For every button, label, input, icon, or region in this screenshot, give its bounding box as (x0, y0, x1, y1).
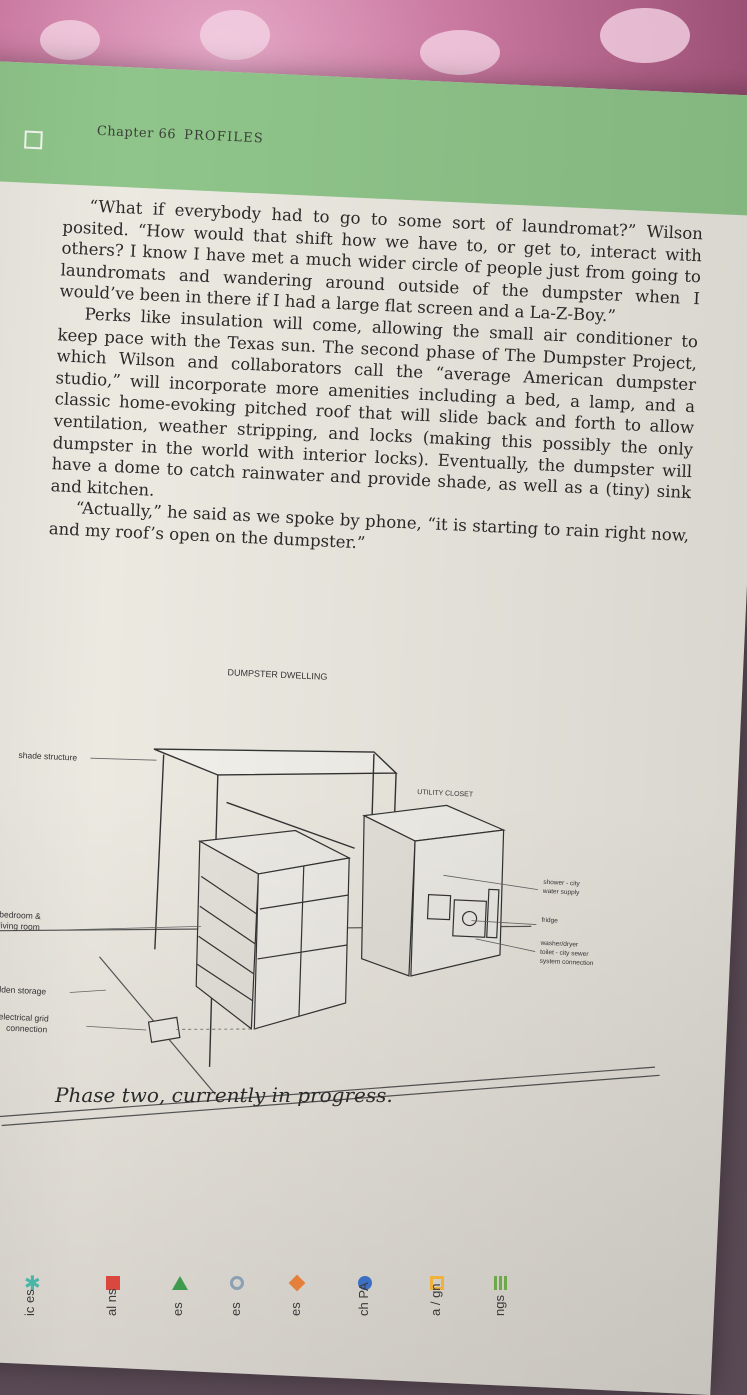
tab-item[interactable]: es (162, 1272, 198, 1328)
tab-label: es (170, 1302, 185, 1316)
section-tabs: ✱ ic es al ns es es es ch PA a / gn ngs (0, 1272, 747, 1328)
tab-item[interactable]: a / gn (420, 1272, 456, 1328)
tab-label: es (288, 1302, 303, 1316)
label-utility-closet: UTILITY CLOSET (417, 789, 474, 799)
label-living-room: living room (0, 920, 40, 932)
tab-item[interactable]: ✱ ic es (14, 1272, 50, 1328)
book-icon (24, 130, 43, 150)
label-fridge: fridge (541, 917, 558, 925)
tab-label: ch PA (356, 1282, 371, 1316)
triangle-icon (172, 1276, 188, 1290)
tab-label: al ns (104, 1288, 119, 1316)
tab-label: a / gn (428, 1283, 443, 1316)
label-electrical-grid: electrical grid (0, 1011, 49, 1023)
paragraph: Perks like insulation will come, allowin… (50, 304, 699, 503)
label-shade-structure: shade structure (18, 750, 77, 763)
article-text: “What if everybody had to go to some sor… (48, 194, 703, 568)
asterisk-icon: ✱ (24, 1271, 41, 1295)
figure-caption: Phase two, currently in progress. (55, 1083, 393, 1107)
tab-label: es (228, 1302, 243, 1316)
diagram-title: DUMPSTER DWELLING (227, 667, 327, 682)
circle-icon (358, 1276, 372, 1290)
square-icon (106, 1276, 120, 1290)
label-washer: washer/dryer (539, 940, 579, 949)
ring-icon (230, 1276, 244, 1290)
diamond-icon (288, 1274, 306, 1292)
tab-item[interactable]: al ns (96, 1272, 132, 1328)
bars-icon (494, 1276, 508, 1290)
label-shower: shower - city (543, 879, 581, 888)
tab-label: ngs (492, 1295, 507, 1316)
square-outline-icon (430, 1276, 444, 1290)
dumpster-dwelling-diagram: DUMPSTER DWELLING (0, 667, 660, 1127)
label-hidden-storage: hidden storage (0, 984, 47, 997)
label-system: system connection (540, 958, 594, 967)
tab-item[interactable]: ngs (484, 1272, 520, 1328)
tab-label: ic es (22, 1289, 37, 1316)
tab-item[interactable]: es (220, 1272, 256, 1328)
label-shower-supply: water supply (542, 888, 581, 897)
tab-item[interactable]: ch PA (348, 1272, 384, 1328)
tab-item[interactable]: es (280, 1272, 316, 1328)
label-bedroom: bedroom & (0, 909, 41, 921)
label-connection: connection (6, 1023, 48, 1035)
label-toilet: toilet - city sewer (540, 949, 590, 958)
